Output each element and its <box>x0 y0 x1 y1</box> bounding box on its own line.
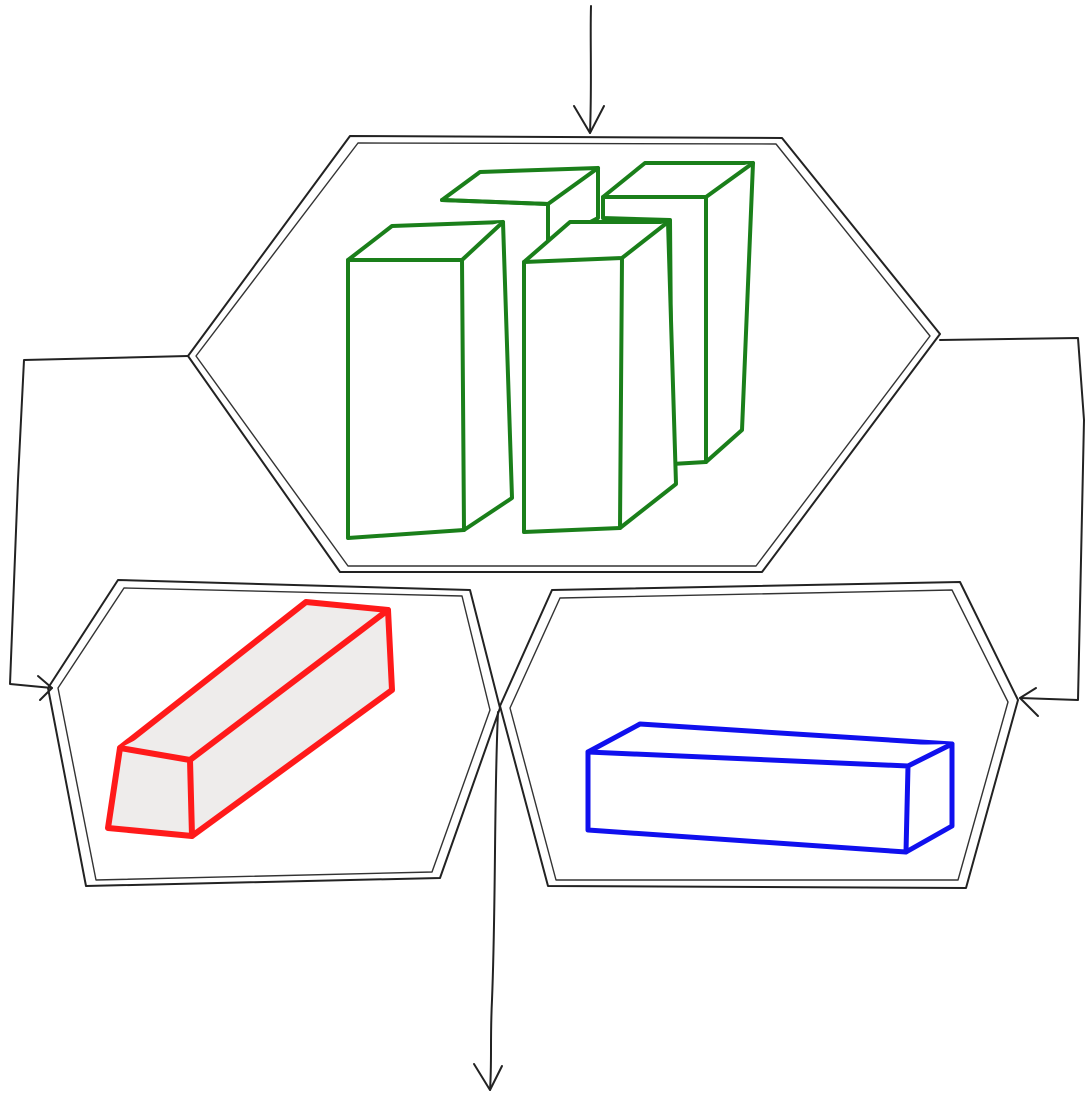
green-box-back-right <box>601 161 755 466</box>
bottom-left-hexagon <box>47 579 501 887</box>
connector-left <box>9 355 189 701</box>
blue-bar <box>585 721 955 855</box>
green-box-back-left <box>440 166 600 246</box>
input-arrow <box>573 5 605 134</box>
connector-right <box>939 337 1085 717</box>
green-box-front-right <box>522 220 678 534</box>
green-boxes <box>346 161 755 540</box>
green-box-front-left <box>346 220 514 540</box>
red-bar <box>105 599 395 839</box>
bottom-right-hexagon <box>499 581 1019 889</box>
output-arrow <box>473 711 503 1091</box>
